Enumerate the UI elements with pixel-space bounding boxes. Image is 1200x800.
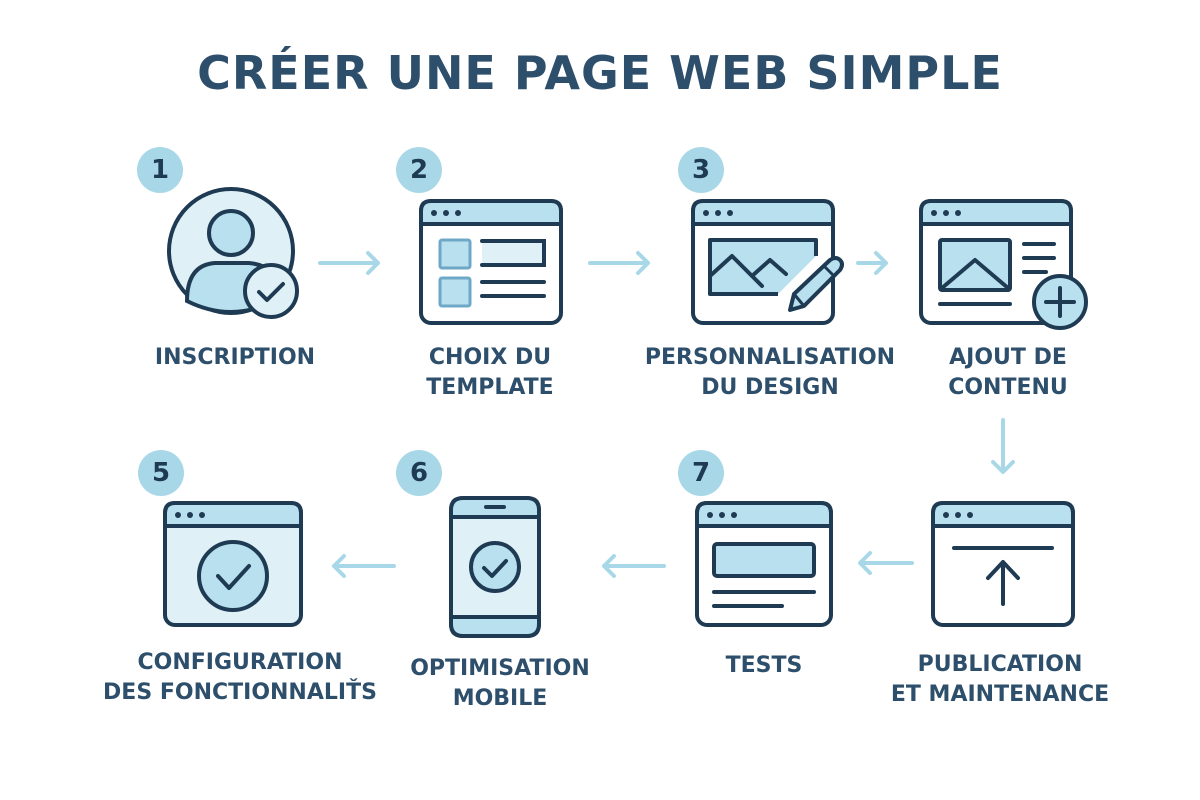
page-title: CRÉER UNE PAGE WEB SIMPLE [197,46,1003,100]
step-6-badge: 6 [396,450,442,496]
label-line-1: PERSONNALISATION [644,345,896,370]
step-7-badge: 7 [678,450,724,496]
label-line-1: CONFIGURATION [137,650,343,675]
mobile-check-icon [449,496,541,638]
arrow-left-icon [332,554,396,578]
label-line-2: CONTENU [948,375,1068,400]
step-2-label: CHOIX DU TEMPLATE [350,343,630,403]
add-content-icon [919,199,1088,330]
label-line-1: CHOIX DU [428,345,552,370]
label-line: INSCRIPTION [154,345,316,370]
label-line-1: AJOUT DE [949,345,1067,370]
step-7-label: TESTS [624,651,904,681]
step-5-badge: 5 [138,450,184,496]
step-6-label: OPTIMISATION MOBILE [360,654,640,714]
label-line-2: TEMPLATE [426,375,554,400]
upload-icon [931,501,1075,627]
step-publication-label: PUBLICATION ET MAINTENANCE [860,650,1140,710]
test-window-icon [695,501,833,627]
label-line-1: PUBLICATION [917,652,1083,677]
template-layout-icon [419,199,563,325]
label-line-1: TESTS [725,653,803,678]
label-line-1: OPTIMISATION [410,656,590,681]
step-3-badge: 3 [678,147,724,193]
step-1-badge: 1 [137,147,183,193]
step-2-badge: 2 [396,147,442,193]
label-line-2: MOBILE [452,686,548,711]
window-check-icon [163,501,303,627]
step-4-label: AJOUT DE CONTENU [868,343,1148,403]
arrow-down-icon [991,418,1015,474]
step-1-label: INSCRIPTION [95,343,375,373]
arrow-right-icon [856,251,888,275]
arrow-left-icon [602,554,666,578]
step-5-label: CONFIGURATION DES FONCTIONNALIŤS [90,648,390,708]
step-3-label: PERSONNALISATION DU DESIGN [630,343,910,403]
user-check-icon [167,187,299,319]
image-edit-icon [691,199,844,325]
label-line-2: DES FONCTIONNALIŤS [103,680,377,705]
arrow-right-icon [588,251,650,275]
label-line-2: DU DESIGN [701,375,839,400]
arrow-right-icon [318,251,380,275]
label-line-2: ET MAINTENANCE [890,682,1110,707]
arrow-left-icon [858,551,914,575]
